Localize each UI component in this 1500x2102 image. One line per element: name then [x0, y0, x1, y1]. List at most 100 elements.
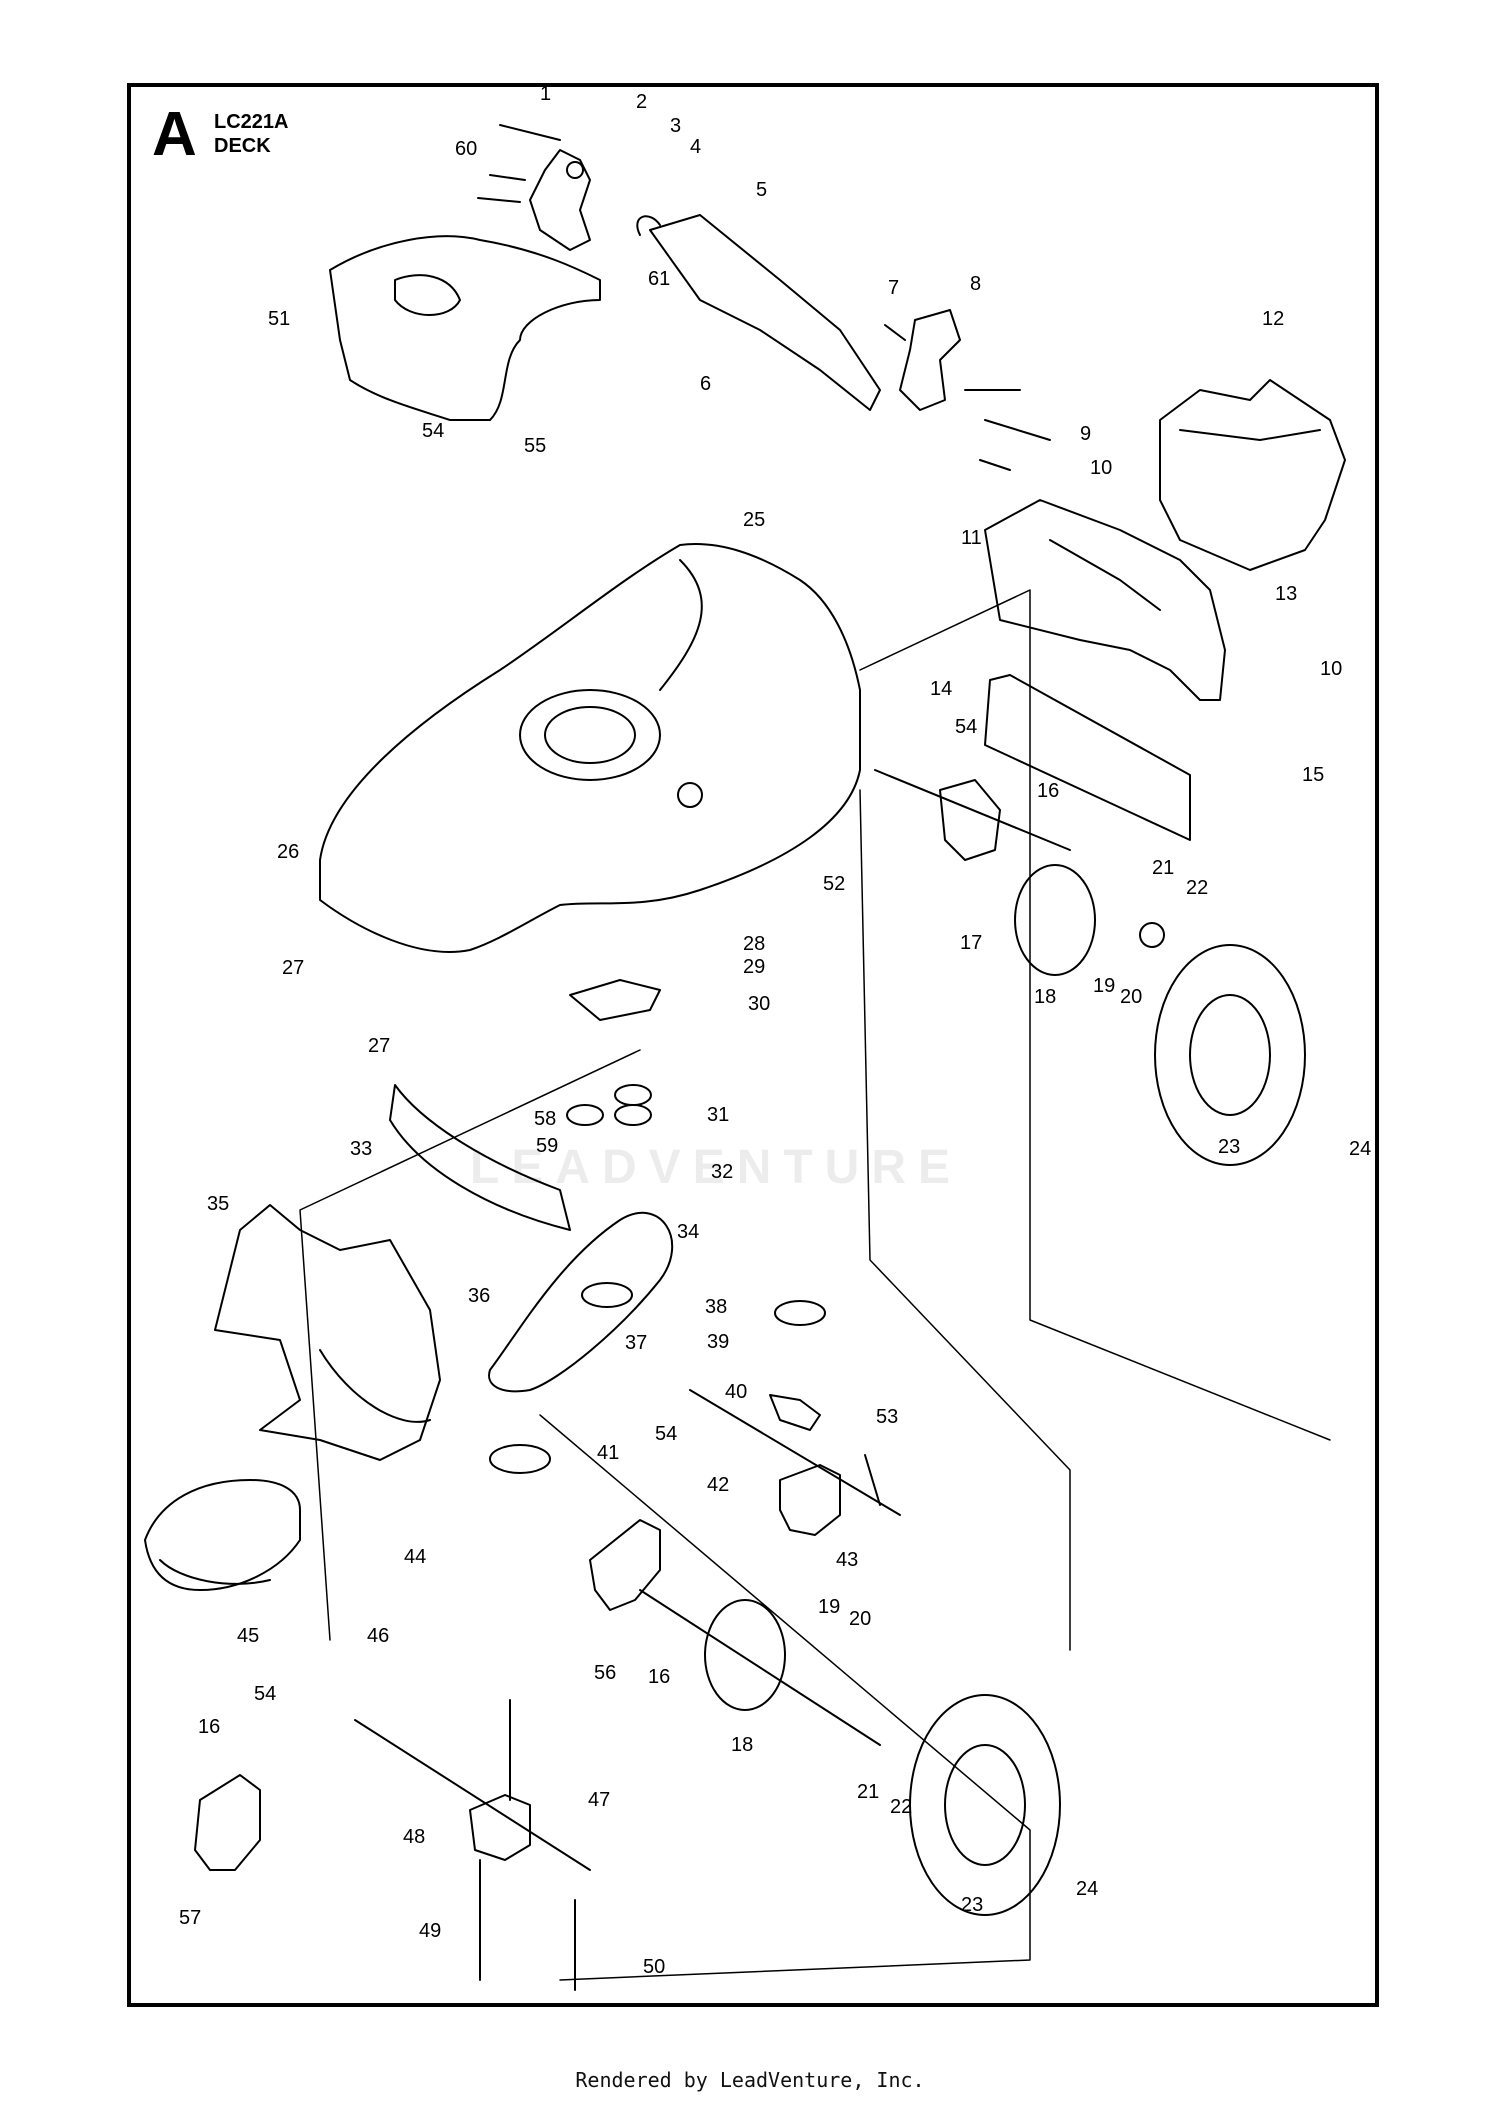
- part-callout-39: 39: [707, 1331, 729, 1353]
- part-callout-59: 59: [536, 1135, 558, 1157]
- part-callout-61: 61: [648, 268, 670, 290]
- part-callout-14: 14: [930, 678, 952, 700]
- transmission-rear: [779, 1464, 841, 1536]
- mower-deck: [319, 543, 861, 953]
- part-callout-48: 48: [403, 1826, 425, 1848]
- part-callout-8: 8: [970, 273, 981, 295]
- height-adjuster-rear: [939, 779, 1001, 861]
- part-callout-31: 31: [707, 1104, 729, 1126]
- part-callout-6: 6: [700, 373, 711, 395]
- part-callout-12: 12: [1262, 308, 1284, 330]
- part-callout-54: 54: [422, 420, 444, 442]
- part-callout-17: 17: [960, 932, 982, 954]
- part-callout-23: 23: [1218, 1136, 1240, 1158]
- part-callout-20: 20: [849, 1608, 871, 1630]
- grass-catcher-frame: [984, 499, 1226, 701]
- section-letter: A: [152, 100, 197, 169]
- pulley-41: [489, 1444, 551, 1474]
- transmission-bracket: [769, 1394, 821, 1431]
- part-callout-21: 21: [857, 1781, 879, 1803]
- part-callout-16: 16: [648, 1666, 670, 1688]
- part-callout-58: 58: [534, 1108, 556, 1130]
- part-callout-15: 15: [1302, 764, 1324, 786]
- part-callout-2: 2: [636, 91, 647, 113]
- part-callout-28: 28: [743, 933, 765, 955]
- part-callout-51: 51: [268, 308, 290, 330]
- part-callout-47: 47: [588, 1789, 610, 1811]
- part-callout-3: 3: [670, 115, 681, 137]
- part-callout-19: 19: [1093, 975, 1115, 997]
- part-callout-1: 1: [540, 83, 551, 105]
- part-callout-23: 23: [961, 1894, 983, 1916]
- part-callout-4: 4: [690, 136, 701, 158]
- idler-pulley: [614, 1104, 652, 1126]
- handle-bracket-left: [529, 149, 591, 251]
- handle-bracket-right: [899, 309, 961, 411]
- part-callout-57: 57: [179, 1907, 201, 1929]
- part-callout-27: 27: [282, 957, 304, 979]
- part-callout-46: 46: [367, 1625, 389, 1647]
- part-callout-43: 43: [836, 1549, 858, 1571]
- wheel-hub-rear: [1014, 864, 1096, 976]
- part-callout-30: 30: [748, 993, 770, 1015]
- part-callout-40: 40: [725, 1381, 747, 1403]
- baffle-bracket: [569, 979, 661, 1021]
- part-callout-54: 54: [655, 1423, 677, 1445]
- drive-belt: [488, 1211, 674, 1393]
- handle-bar-lower: [649, 214, 881, 411]
- part-callout-42: 42: [707, 1474, 729, 1496]
- rear-flap: [984, 674, 1191, 841]
- part-callout-27: 27: [368, 1035, 390, 1057]
- bolt: [499, 124, 561, 141]
- part-callout-9: 9: [1080, 423, 1091, 445]
- part-callout-53: 53: [876, 1406, 898, 1428]
- grass-bag: [1159, 379, 1346, 571]
- model-number: LC221A: [214, 111, 289, 133]
- part-callout-38: 38: [705, 1296, 727, 1318]
- front-wheel: [909, 1694, 1061, 1916]
- pulley-38: [774, 1300, 826, 1326]
- front-baffle: [389, 1084, 571, 1231]
- part-callout-45: 45: [237, 1625, 259, 1647]
- part-callout-24: 24: [1076, 1878, 1098, 1900]
- part-callout-36: 36: [468, 1285, 490, 1307]
- part-callout-26: 26: [277, 841, 299, 863]
- part-callout-54: 54: [955, 716, 977, 738]
- part-callout-50: 50: [643, 1956, 665, 1978]
- part-callout-35: 35: [207, 1193, 229, 1215]
- part-callout-49: 49: [419, 1920, 441, 1942]
- rear-wheel-right: [1154, 944, 1306, 1166]
- part-callout-44: 44: [404, 1546, 426, 1568]
- part-callout-11: 11: [961, 527, 982, 549]
- part-callout-25: 25: [743, 509, 765, 531]
- part-callout-16: 16: [198, 1716, 220, 1738]
- part-callout-18: 18: [731, 1734, 753, 1756]
- part-callout-5: 5: [756, 179, 767, 201]
- part-callout-32: 32: [711, 1161, 733, 1183]
- top-cover: [329, 235, 601, 421]
- part-callout-29: 29: [743, 956, 765, 978]
- part-callout-60: 60: [455, 138, 477, 160]
- part-callout-54: 54: [254, 1683, 276, 1705]
- part-callout-22: 22: [890, 1796, 912, 1818]
- part-callout-22: 22: [1186, 877, 1208, 899]
- diagram-frame: [127, 83, 1379, 2007]
- part-callout-18: 18: [1034, 986, 1056, 1008]
- part-callout-19: 19: [818, 1596, 840, 1618]
- height-adjuster-front: [589, 1519, 661, 1611]
- model-title: LC221A DECK: [214, 110, 288, 158]
- part-callout-41: 41: [597, 1442, 619, 1464]
- assembly-name: DECK: [214, 135, 271, 157]
- part-callout-10: 10: [1320, 658, 1342, 680]
- height-adjuster-left: [194, 1774, 261, 1871]
- part-callout-52: 52: [823, 873, 845, 895]
- part-callout-37: 37: [625, 1332, 647, 1354]
- part-callout-56: 56: [594, 1662, 616, 1684]
- part-callout-34: 34: [677, 1221, 699, 1243]
- wheel-hub-front: [704, 1599, 786, 1711]
- part-callout-55: 55: [524, 435, 546, 457]
- part-callout-24: 24: [1349, 1138, 1371, 1160]
- rear-discharge-chute: [214, 1204, 441, 1461]
